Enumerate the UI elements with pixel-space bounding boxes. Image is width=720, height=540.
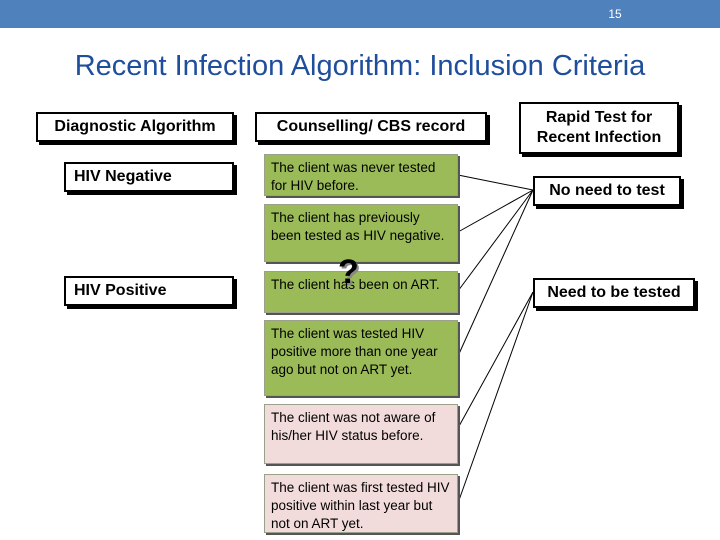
header-counselling-record: Counselling/ CBS record [255,112,487,142]
client-record-status-unaware: The client was not aware of his/her HIV … [264,404,458,464]
outcome-need-to-be-tested: Need to be tested [533,278,695,308]
connector-record-3-no-need [457,189,534,292]
page-number: 15 [608,7,622,21]
connector-record-1-no-need [457,174,534,191]
outcome-no-need-to-test: No need to test [533,176,681,206]
connector-record-6-need [457,291,534,504]
question-mark: ? [338,253,359,291]
client-record-previously-negative: The client has previously been tested as… [264,204,458,262]
hiv-positive-box: HIV Positive [64,276,234,306]
header-rapid-test: Rapid Test for Recent Infection [519,102,679,154]
client-record-positive-over-year: The client was tested HIV positive more … [264,320,458,396]
client-record-first-positive-within-year: The client was first tested HIV positive… [264,474,458,533]
client-record-never-tested: The client was never tested for HIV befo… [264,154,458,196]
client-record-on-art: The client has been on ART. [264,271,458,313]
connector-record-2-no-need [457,189,534,233]
slide-title: Recent Infection Algorithm: Inclusion Cr… [74,50,646,82]
connector-record-4-no-need [457,189,534,357]
header-bar [0,0,720,28]
connector-record-5-need [457,291,534,429]
hiv-negative-box: HIV Negative [64,162,234,192]
header-diagnostic-algorithm: Diagnostic Algorithm [36,112,234,142]
